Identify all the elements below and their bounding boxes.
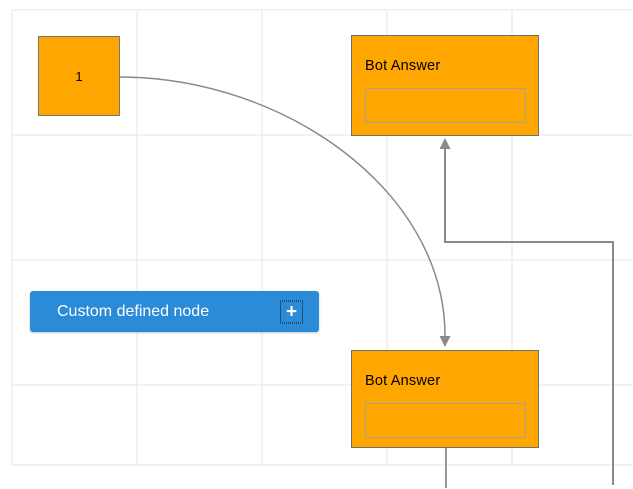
node-label: 1 xyxy=(75,68,83,84)
custom-defined-node-button[interactable]: Custom defined node + xyxy=(30,291,319,332)
node-title: Bot Answer xyxy=(365,58,441,74)
diagram-node-bot-answer-bottom[interactable]: Bot Answer xyxy=(351,350,539,448)
node-title: Bot Answer xyxy=(365,373,441,389)
connector-curve[interactable] xyxy=(119,76,446,337)
palette-item-label: Custom defined node xyxy=(57,302,210,320)
diagram-node-bot-answer-top[interactable]: Bot Answer xyxy=(351,35,539,136)
diagram-node-1[interactable]: 1 xyxy=(38,36,120,116)
connector-elbow-arrowhead-icon xyxy=(439,138,451,149)
node-input-box[interactable] xyxy=(365,403,526,438)
connector-curve-arrowhead-icon xyxy=(439,336,451,347)
node-input-box[interactable] xyxy=(365,88,526,123)
connector-elbow[interactable] xyxy=(444,149,614,485)
add-node-icon[interactable]: + xyxy=(280,300,303,323)
